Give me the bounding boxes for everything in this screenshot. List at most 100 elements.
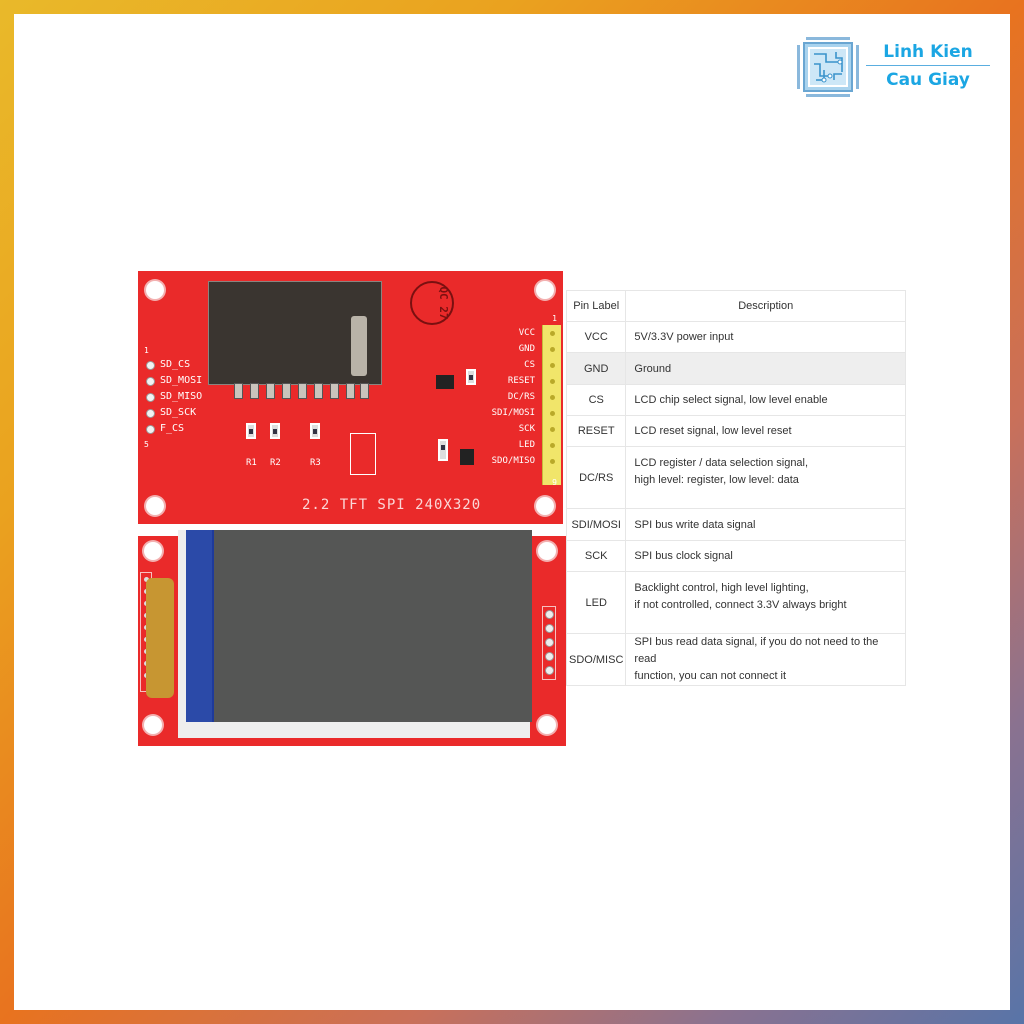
table-row: DC/RS LCD register / data selection sign… bbox=[565, 446, 906, 509]
description-header: Description bbox=[625, 290, 906, 322]
resistor-r1 bbox=[246, 423, 256, 439]
component-label: R1 bbox=[246, 458, 257, 468]
sd-pin-label: F_CS bbox=[160, 423, 185, 434]
ic-u3 bbox=[350, 433, 376, 475]
table-row: VCC 5V/3.3V power input bbox=[565, 321, 906, 353]
brand-line-1: Linh Kien bbox=[883, 42, 973, 62]
resistor-r4 bbox=[466, 369, 476, 385]
regulator-u1 bbox=[460, 449, 474, 465]
table-row: LED Backlight control, high level lighti… bbox=[565, 571, 906, 634]
sd-slot-pin bbox=[298, 383, 307, 399]
mounting-hole bbox=[536, 497, 554, 515]
sd-slot-pin bbox=[346, 383, 355, 399]
table-row: SDI/MOSI SPI bus write data signal bbox=[565, 508, 906, 541]
pin-description: SPI bus write data signal bbox=[625, 508, 906, 541]
table-row: SCK SPI bus clock signal bbox=[565, 540, 906, 572]
table-row: RESET LCD reset signal, low level reset bbox=[565, 415, 906, 447]
component-label: R3 bbox=[310, 458, 321, 468]
sd-slot-pin bbox=[250, 383, 259, 399]
transistor-q1 bbox=[436, 375, 454, 389]
qc-mark: QC 27 bbox=[410, 281, 454, 325]
pin-label-header: Pin Label bbox=[565, 290, 627, 322]
tft-module-back-board: 1 SD_CS SD_MOSI SD_MISO SD_SCK F_CS 5 R1… bbox=[138, 271, 563, 524]
sd-slot-pin bbox=[266, 383, 275, 399]
right-pin-header bbox=[542, 606, 556, 680]
header-pin-number-top: 1 bbox=[552, 314, 557, 323]
brand-line-2: Cau Giay bbox=[886, 70, 970, 90]
resistor-r3 bbox=[310, 423, 320, 439]
pin-description: LCD register / data selection signal, hi… bbox=[625, 446, 906, 509]
pin-description: SPI bus read data signal, if you do not … bbox=[625, 633, 906, 686]
description-line: SPI bus read data signal, if you do not … bbox=[634, 636, 879, 665]
pin-description: Ground bbox=[625, 352, 906, 385]
brand-divider bbox=[866, 65, 990, 66]
sd-card-slot bbox=[208, 281, 382, 385]
header-pin-label: SCK bbox=[518, 424, 535, 434]
pin-label: CS bbox=[565, 384, 627, 416]
description-line: LCD register / data selection signal, bbox=[634, 457, 809, 469]
tft-display bbox=[178, 530, 532, 738]
pin-label: DC/RS bbox=[565, 446, 627, 509]
pin-description: Backlight control, high level lighting, … bbox=[625, 571, 906, 634]
description-line: Backlight control, high level lighting, bbox=[634, 582, 809, 594]
sd-slot-pin bbox=[330, 383, 339, 399]
pin-description: SPI bus clock signal bbox=[625, 540, 906, 572]
description-line: high level: register, low level: data bbox=[634, 474, 799, 486]
sd-pin-label: SD_SCK bbox=[160, 407, 197, 418]
header-pin-label: CS bbox=[524, 360, 535, 370]
sd-pin-labels: SD_CS SD_MOSI SD_MISO SD_SCK F_CS bbox=[146, 357, 202, 437]
header-pin-label: SDI/MOSI bbox=[491, 408, 535, 418]
pin-label: SDO/MISC bbox=[565, 633, 627, 686]
sd-pin-label: SD_MOSI bbox=[160, 375, 203, 386]
tft-module-front-board bbox=[138, 530, 566, 746]
capacitor-c1 bbox=[438, 439, 448, 461]
mounting-hole bbox=[538, 542, 556, 560]
pin-label: RESET bbox=[565, 415, 627, 447]
table-row: CS LCD chip select signal, low level ena… bbox=[565, 384, 906, 416]
pin-description-table: Pin Label Description VCC 5V/3.3V power … bbox=[565, 290, 906, 686]
table-row: GND Ground bbox=[565, 352, 906, 385]
pin-label: VCC bbox=[565, 321, 627, 353]
pin-label: SDI/MOSI bbox=[565, 508, 627, 541]
sd-slot-pin bbox=[234, 383, 243, 399]
pin-label: LED bbox=[565, 571, 627, 634]
brand-name: Linh Kien Cau Giay bbox=[866, 40, 990, 93]
component-label: R2 bbox=[270, 458, 281, 468]
pin-description: 5V/3.3V power input bbox=[625, 321, 906, 353]
flex-cable bbox=[146, 578, 174, 698]
mounting-hole bbox=[146, 497, 164, 515]
display-screen bbox=[212, 530, 532, 722]
description-line: function, you can not connect it bbox=[634, 670, 787, 682]
sd-slot-pin bbox=[282, 383, 291, 399]
header-pin-label: GND bbox=[518, 344, 535, 354]
pin-description: LCD reset signal, low level reset bbox=[625, 415, 906, 447]
resistor-r2 bbox=[270, 423, 280, 439]
pin-label: SCK bbox=[565, 540, 627, 572]
description-line: if not controlled, connect 3.3V always b… bbox=[634, 599, 847, 611]
sd-slot-pin bbox=[314, 383, 323, 399]
table-row: SDO/MISC SPI bus read data signal, if yo… bbox=[565, 633, 906, 686]
mounting-hole bbox=[538, 716, 556, 734]
sd-pin-label: SD_MISO bbox=[160, 391, 203, 402]
pin-label: GND bbox=[565, 352, 627, 385]
table-header-row: Pin Label Description bbox=[565, 290, 906, 322]
header-pin-label: SDO/MISO bbox=[491, 456, 535, 466]
sd-pin-label: SD_CS bbox=[160, 359, 191, 370]
circuit-chip-icon bbox=[797, 37, 859, 97]
sd-slot-pin bbox=[360, 383, 369, 399]
sd-pin-number-top: 1 bbox=[144, 346, 149, 355]
header-pin-label: DC/RS bbox=[507, 392, 535, 402]
header-pin-label: VCC bbox=[518, 328, 535, 338]
mounting-hole bbox=[144, 542, 162, 560]
header-pin-labels: VCC GND CS RESET DC/RS SDI/MOSI SCK LED … bbox=[492, 325, 535, 469]
board-title: 2.2 TFT SPI 240X320 bbox=[302, 497, 482, 513]
mounting-hole bbox=[144, 716, 162, 734]
mounting-hole bbox=[146, 281, 164, 299]
header-pin-label: LED bbox=[518, 440, 535, 450]
sd-pin-number-bottom: 5 bbox=[144, 440, 149, 449]
pin-description: LCD chip select signal, low level enable bbox=[625, 384, 906, 416]
header-pin-label: RESET bbox=[507, 376, 535, 386]
header-pin-number-bottom: 9 bbox=[552, 478, 557, 487]
mounting-hole bbox=[536, 281, 554, 299]
pin-header-9 bbox=[542, 325, 561, 485]
